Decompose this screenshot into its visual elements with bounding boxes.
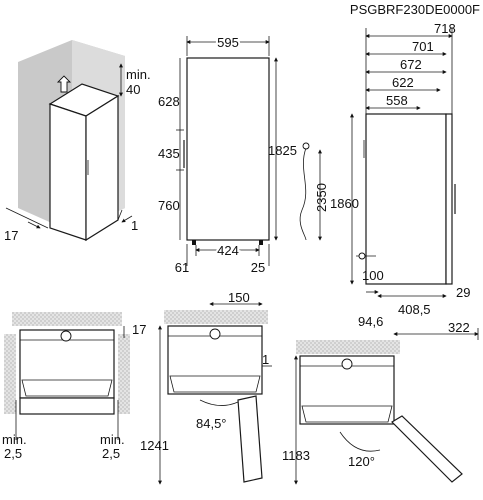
tv1-min-left-label: min. bbox=[2, 432, 27, 447]
tv3-angle: 120° bbox=[348, 454, 375, 469]
tv3-depth: 1183 bbox=[282, 448, 310, 463]
clearance-top-value: 40 bbox=[126, 82, 140, 97]
side-height: 1860 bbox=[330, 196, 359, 211]
side-b-94: 94,6 bbox=[358, 314, 383, 329]
foot-right-offset: 25 bbox=[251, 260, 265, 275]
tv2-angle: 84,5° bbox=[196, 416, 227, 431]
cable-view: 2350 bbox=[299, 142, 329, 241]
wall-hatch bbox=[12, 312, 122, 326]
top-view-2: 150 1 84,5° 1241 bbox=[140, 290, 272, 485]
top-view-1: 17 min. 2,5 min. 2,5 bbox=[2, 312, 146, 461]
depth-622: 622 bbox=[392, 75, 414, 90]
front-h-top: 628 bbox=[158, 94, 180, 109]
open-door-3 bbox=[391, 415, 463, 483]
feet-width: 424 bbox=[217, 243, 239, 258]
foot-left-offset: 61 bbox=[175, 260, 189, 275]
depth-701: 701 bbox=[412, 39, 434, 54]
tv1-gap: 17 bbox=[132, 322, 146, 337]
model-number: PSGBRF230DE0000F bbox=[350, 2, 480, 17]
side-right-gap: 1 bbox=[131, 218, 138, 233]
plug-icon bbox=[302, 142, 310, 150]
plug-icon-tv3 bbox=[341, 358, 353, 370]
side-b-29: 29 bbox=[456, 285, 470, 300]
plug-icon-side bbox=[358, 252, 366, 260]
top-view-3: 322 120° 1183 bbox=[282, 320, 479, 485]
depth-558: 558 bbox=[386, 93, 408, 108]
plug-icon-tv1 bbox=[60, 330, 72, 342]
fridge-side bbox=[85, 94, 119, 242]
front-h-mid: 435 bbox=[158, 146, 180, 161]
tv1-min-right-label: min. bbox=[100, 432, 125, 447]
cable-length: 2350 bbox=[314, 183, 329, 212]
power-cable bbox=[299, 147, 307, 241]
side-bottom-100: 100 bbox=[362, 268, 384, 283]
side-view: 718 701 672 622 558 1860 100 29 94,6 408… bbox=[330, 21, 470, 329]
fridge-front bbox=[49, 103, 87, 241]
tv3-w322: 322 bbox=[448, 320, 470, 335]
fridge-front-body bbox=[186, 57, 270, 241]
front-view: 595 628 435 760 1825 424 61 25 bbox=[158, 33, 297, 275]
tv2-gap1: 1 bbox=[262, 352, 269, 367]
tv2-w150: 150 bbox=[228, 290, 250, 305]
side-left-gap: 17 bbox=[4, 228, 18, 243]
side-b-408: 408,5 bbox=[398, 302, 431, 317]
open-door-2 bbox=[237, 395, 263, 483]
front-width: 595 bbox=[217, 35, 239, 50]
tv1-min-right: 2,5 bbox=[102, 446, 120, 461]
tv2-depth: 1241 bbox=[140, 438, 169, 453]
plug-icon-tv2 bbox=[209, 328, 221, 340]
fridge-side-body bbox=[365, 113, 447, 285]
tv1-min-left: 2,5 bbox=[4, 446, 22, 461]
depth-718: 718 bbox=[434, 21, 456, 36]
iso-view: min. 40 17 1 bbox=[4, 40, 151, 243]
depth-672: 672 bbox=[400, 57, 422, 72]
clearance-top-label: min. bbox=[126, 67, 151, 82]
up-arrow-icon bbox=[56, 75, 72, 93]
front-height-total: 1825 bbox=[268, 143, 297, 158]
front-h-bottom: 760 bbox=[158, 198, 180, 213]
